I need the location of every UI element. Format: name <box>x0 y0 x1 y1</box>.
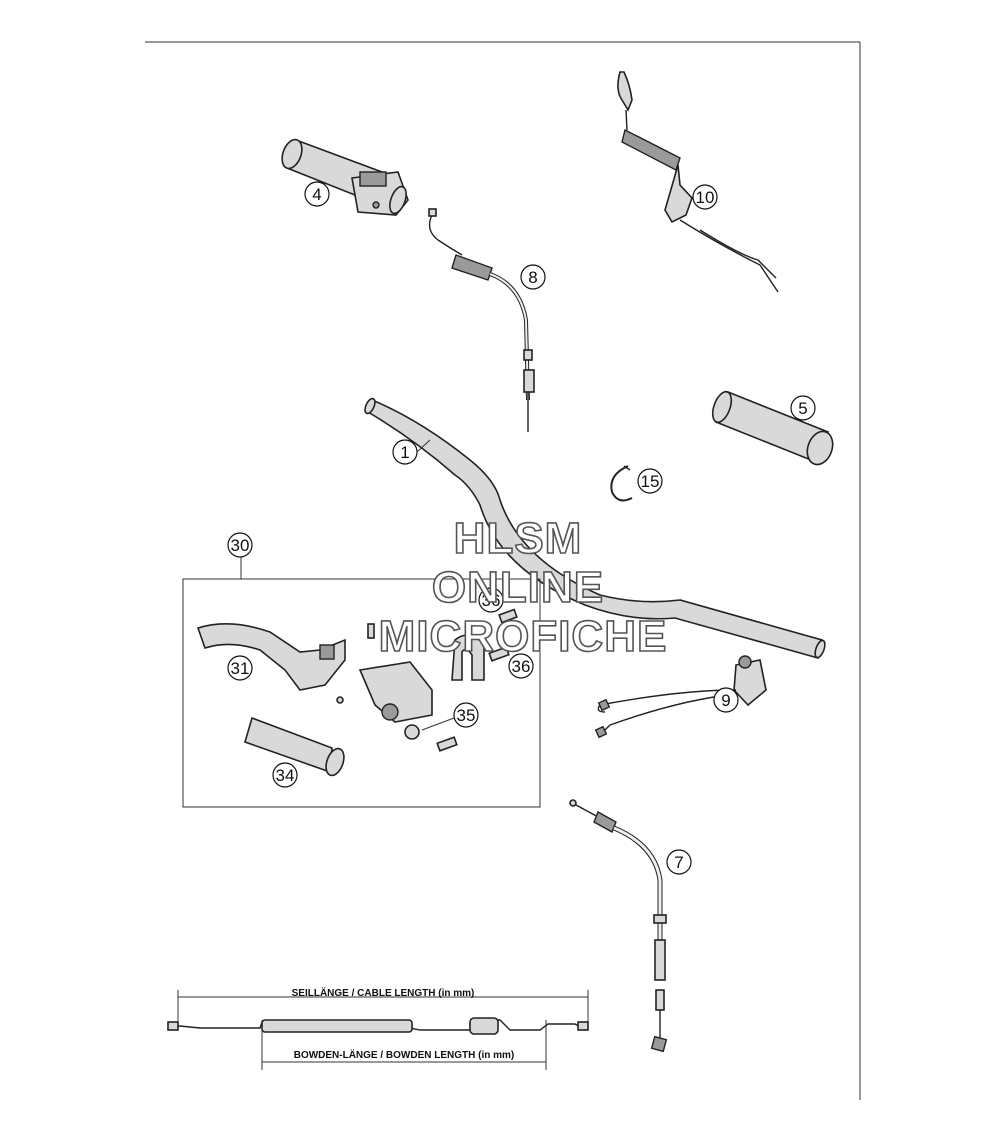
callout-36-upper: 36 <box>478 587 504 613</box>
clutch-lever <box>196 623 346 691</box>
watermark-line-3: MICROFICHE <box>379 612 668 661</box>
callout-34: 34 <box>272 762 298 788</box>
screws <box>404 608 518 752</box>
watermark-line-1: HLSM <box>454 514 583 563</box>
svg-text:31: 31 <box>231 659 250 678</box>
watermark-line-2: ONLINE <box>432 563 604 612</box>
cable-tie <box>610 465 633 502</box>
throttle-cable <box>428 208 535 432</box>
svg-text:35: 35 <box>457 706 476 725</box>
svg-text:8: 8 <box>528 268 537 287</box>
callout-31: 31 <box>227 655 253 681</box>
svg-text:30: 30 <box>231 536 250 555</box>
lever-cover <box>244 716 345 777</box>
emergency-stop-switch <box>617 71 779 293</box>
svg-text:10: 10 <box>696 188 715 207</box>
callout-36-lower: 36 <box>508 653 534 679</box>
clamp-half <box>451 634 485 681</box>
callout-7: 7 <box>666 849 692 875</box>
left-grip <box>711 390 834 466</box>
svg-text:36: 36 <box>482 591 501 610</box>
callout-15: 15 <box>637 468 663 494</box>
throttle-grip <box>281 138 409 216</box>
callout-5: 5 <box>790 395 816 421</box>
handlebar <box>364 397 826 659</box>
callout-35: 35 <box>421 702 479 731</box>
callout-10: 10 <box>692 184 718 210</box>
svg-text:5: 5 <box>798 399 807 418</box>
clutch-assembly-box <box>182 578 541 808</box>
callout-4: 4 <box>304 181 330 207</box>
svg-text:7: 7 <box>674 853 683 872</box>
svg-text:1: 1 <box>400 443 409 462</box>
lever-bracket <box>336 623 433 723</box>
svg-text:34: 34 <box>276 766 295 785</box>
callout-9: 9 <box>713 687 739 713</box>
callout-30: 30 <box>227 532 253 558</box>
svg-text:36: 36 <box>512 657 531 676</box>
cable-length-label: SEILLÄNGE / CABLE LENGTH (in mm) <box>292 986 475 999</box>
cable-length-diagram <box>167 990 589 1070</box>
svg-text:15: 15 <box>641 472 660 491</box>
clutch-cable <box>569 799 668 1053</box>
callout-8: 8 <box>520 264 546 290</box>
svg-text:4: 4 <box>312 185 321 204</box>
callout-1: 1 <box>392 439 431 465</box>
bowden-length-label: BOWDEN-LÄNGE / BOWDEN LENGTH (in mm) <box>294 1048 515 1061</box>
start-button-switch <box>594 655 767 739</box>
svg-text:9: 9 <box>721 691 730 710</box>
